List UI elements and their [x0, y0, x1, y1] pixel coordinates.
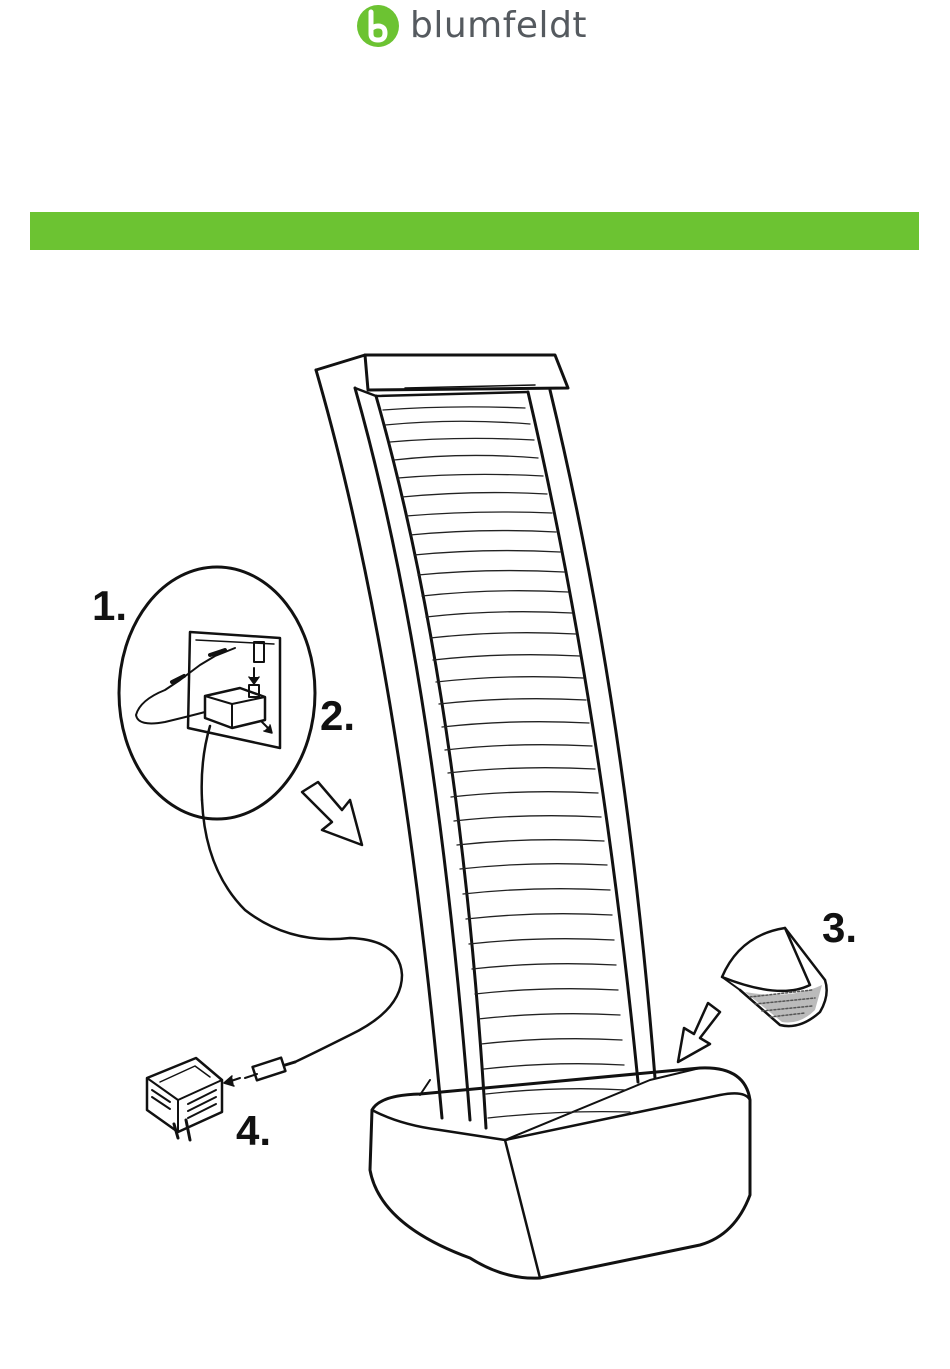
water-panel-waves — [383, 407, 630, 1118]
water-cup-icon — [722, 928, 827, 1026]
power-cable — [202, 800, 402, 1062]
fountain-frame-left — [316, 355, 486, 1128]
fountain-top-cap — [355, 355, 568, 396]
step-2-label: 2. — [320, 695, 355, 737]
arrow-to-fountain — [302, 782, 362, 845]
arrow-pour-water — [678, 1003, 720, 1062]
cable-plug — [224, 1058, 295, 1086]
pump-detail-circle — [119, 567, 315, 819]
fountain-base — [370, 1068, 750, 1278]
step-3-label: 3. — [822, 907, 857, 949]
step-1-label: 1. — [92, 585, 127, 627]
step-4-label: 4. — [236, 1110, 271, 1152]
power-adapter-icon — [147, 1058, 222, 1140]
